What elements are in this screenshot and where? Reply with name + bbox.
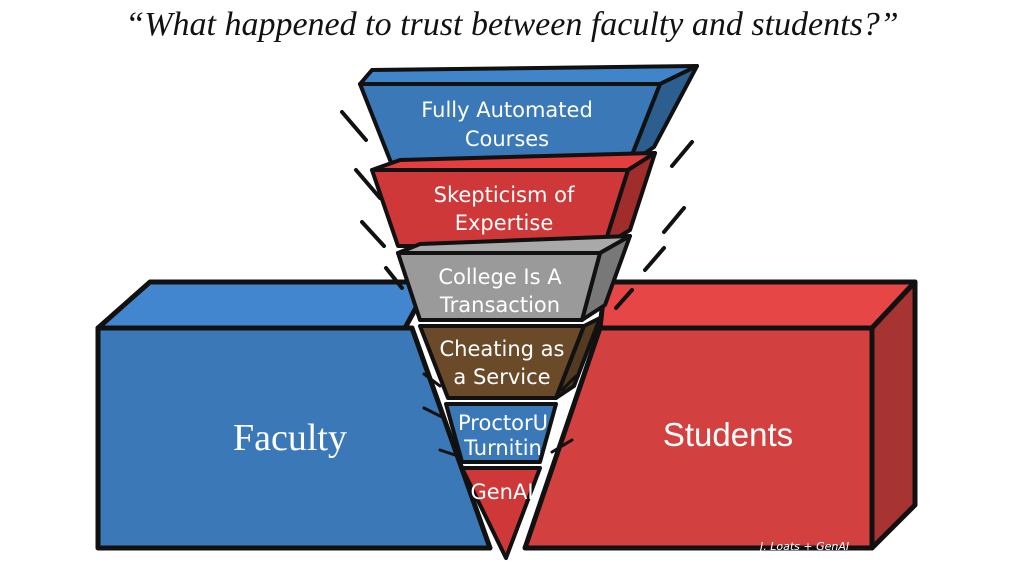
layer-front-face	[460, 466, 542, 560]
motion-line	[354, 168, 382, 200]
wedge: Fully Automated Courses Skepticism of Ex…	[358, 64, 699, 560]
motion-line	[340, 110, 368, 142]
wedge-layer-proctoru-turnitin: ProctorU Turnitin	[444, 402, 558, 464]
layer-label-line2: Turnitin	[463, 436, 542, 460]
layer-label-line1: ProctorU	[458, 411, 548, 435]
layer-label-line1: Fully Automated	[421, 98, 593, 122]
students-block-front	[522, 325, 875, 551]
motion-line	[384, 266, 404, 290]
crack-line	[560, 374, 578, 392]
faculty-label: Faculty	[233, 417, 347, 459]
wedge-layer-genai: GenAI	[460, 466, 542, 560]
layer-label-line2: Courses	[465, 127, 549, 151]
crack-line	[422, 372, 442, 388]
layer-label-line2: Expertise	[455, 211, 554, 235]
motion-line	[614, 288, 634, 310]
motion-line	[360, 220, 386, 248]
wedge-layer-college-is-a-transaction: College Is A Transaction	[396, 234, 632, 322]
layer-label-line1: GenAI	[470, 480, 533, 504]
wedge-layer-skepticism-of-expertise: Skepticism of Expertise	[370, 151, 657, 248]
crack-line	[438, 448, 460, 458]
students-block-side	[869, 279, 918, 551]
layer-label-line1: Cheating as	[440, 337, 565, 361]
layer-front-face	[396, 251, 602, 322]
faculty-block-front	[95, 325, 493, 551]
wedge-layer-fully-automated-courses: Fully Automated Courses	[358, 64, 699, 167]
wedge-layer-cheating-as-a-service: Cheating as a Service	[418, 316, 602, 400]
layer-front-face	[444, 402, 558, 464]
students-block: Students	[522, 279, 918, 551]
motion-line	[643, 246, 666, 272]
motion-line	[662, 206, 686, 234]
layer-label-line2: a Service	[453, 365, 550, 389]
faculty-block-top	[95, 279, 433, 331]
layer-top-face	[358, 64, 699, 86]
students-label: Students	[663, 416, 793, 453]
crack-line	[550, 438, 574, 454]
credit-text: J. Loats + GenAI	[760, 540, 850, 553]
layer-side-face	[554, 316, 602, 400]
layer-label-line1: Skepticism of	[434, 183, 575, 207]
layer-label-line2: Transaction	[439, 293, 560, 317]
crack-lines	[422, 372, 578, 458]
students-block-top	[597, 279, 918, 331]
diagram-title: “What happened to trust between faculty …	[125, 6, 899, 43]
motion-line	[670, 140, 694, 168]
crack-line	[422, 406, 446, 420]
layer-label-line1: College Is A	[438, 265, 562, 289]
